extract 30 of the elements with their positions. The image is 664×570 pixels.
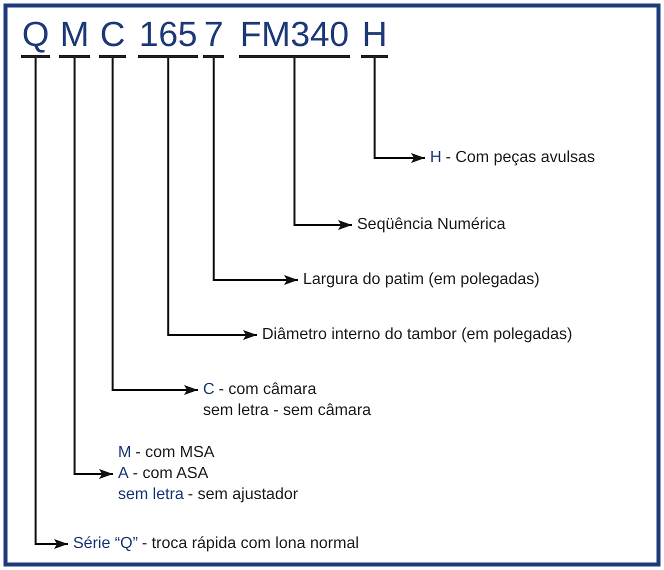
description-text: sem letra - sem câmara [203,402,372,419]
code-letter: C [203,381,215,398]
description-text: Seqüência Numérica [357,214,506,235]
description-text: - Com peças avulsas [446,149,595,166]
code-segment: 7 [203,17,224,58]
code-segment: Q [21,17,50,58]
description-text: - com MSA [135,444,214,461]
description-text: - troca rápida com lona normal [142,535,359,552]
code-letter: M [118,444,132,461]
code-letter: A [118,465,129,482]
description-text: - com ASA [132,465,208,482]
code-letter: Série “Q” [73,535,138,552]
code-segment: H [361,17,388,58]
code-segment: FM340 [239,17,350,58]
description-text: - com câmara [218,381,316,398]
code-letter: sem letra [118,486,184,503]
arrow [212,58,298,285]
arrow [74,58,113,479]
code-segment: 165 [138,17,198,58]
code-segment: C [99,17,126,58]
arrow [293,58,352,230]
arrow [374,58,425,163]
arrow [167,58,257,340]
code-letter: H [430,149,442,166]
description-text: Diâmetro interno do tambor (em polegadas) [262,324,572,345]
description-text: Largura do patim (em polegadas) [303,269,540,290]
description-text: - sem ajustador [188,486,298,503]
code-segment: M [59,17,90,58]
arrow [112,58,198,395]
arrow [34,58,68,549]
